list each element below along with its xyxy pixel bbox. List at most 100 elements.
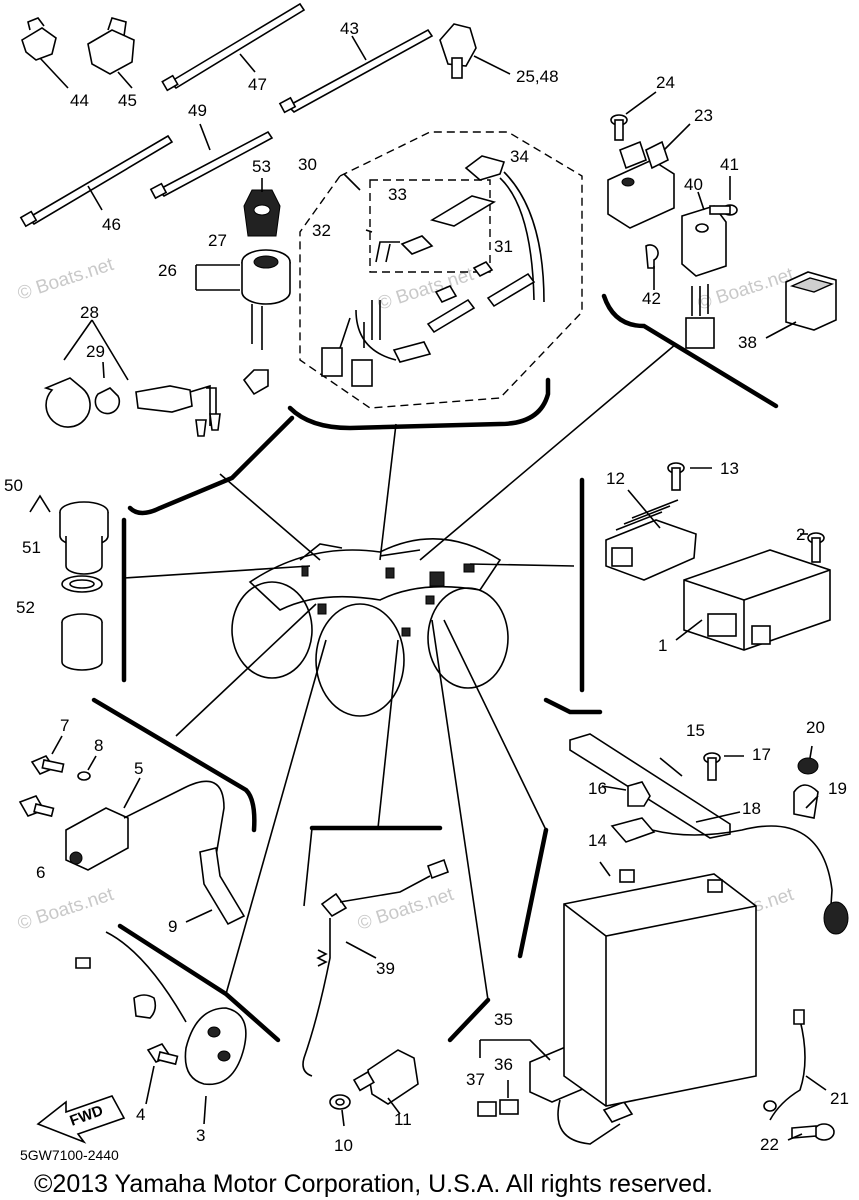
- callout-11: 11: [394, 1110, 412, 1129]
- part-22-bolt: [787, 1123, 835, 1141]
- fwd-arrow: FWD: [36, 1095, 126, 1144]
- part-11-neutral-switch: [352, 1049, 419, 1115]
- part-4-bolt: [145, 1043, 179, 1105]
- part-19-cover: [793, 784, 819, 819]
- part-40-turn-signal-relay: [681, 191, 727, 349]
- callout-5: 5: [134, 759, 143, 778]
- callout-23: 23: [694, 106, 713, 125]
- callout-47: 47: [248, 75, 267, 94]
- part-43-cable-tie: [278, 28, 434, 114]
- part-21-earth-lead: [763, 1009, 827, 1121]
- callout-46: 46: [102, 215, 121, 234]
- part-18-battery-lead: [610, 811, 849, 935]
- callout-24: 24: [656, 73, 675, 92]
- part-53-main-switch-cap: [243, 178, 281, 237]
- part-15-battery-band: [569, 733, 731, 839]
- group-leaders: [91, 293, 779, 1043]
- callout-40: 40: [684, 175, 703, 194]
- callout-38: 38: [738, 333, 757, 352]
- part-50-socket: [29, 494, 109, 575]
- part-7-bolt: [30, 735, 65, 775]
- callout-15: 15: [686, 721, 705, 740]
- callout-3: 3: [196, 1126, 205, 1145]
- callout-8: 8: [94, 736, 103, 755]
- part-42-clamp: [645, 244, 659, 290]
- diagram-code: 5GW7100-2440: [20, 1147, 119, 1163]
- part-2-bolt: [800, 532, 825, 563]
- callout-22: 22: [760, 1135, 779, 1154]
- part-51-nut: [61, 575, 103, 593]
- callout-10: 10: [334, 1136, 353, 1155]
- callout-44: 44: [70, 91, 89, 110]
- part-1-cdi-unit: [675, 549, 831, 651]
- callout-34: 34: [510, 147, 529, 166]
- part-39-switch-lead: [302, 858, 450, 1077]
- callout-42: 42: [642, 289, 661, 308]
- part-41-bolt: [709, 176, 738, 216]
- callout-16: 16: [588, 779, 607, 798]
- part-46-cable-tie: [19, 134, 174, 228]
- callout-32: 32: [312, 221, 331, 240]
- callout-1: 1: [658, 636, 667, 655]
- callout-33: 33: [388, 185, 407, 204]
- part-13-bolt: [667, 462, 712, 491]
- part-5-ignition-coil: [65, 777, 225, 871]
- callout-labels: 1 2 3 4 5 6 7 8 9 10 11 12 13 14 15 16 1…: [4, 19, 849, 1155]
- callout-45: 45: [118, 91, 137, 110]
- part-9-plug-cap: [185, 847, 246, 926]
- callout-20: 20: [806, 718, 825, 737]
- callout-4: 4: [136, 1105, 145, 1124]
- callout-18: 18: [742, 799, 761, 818]
- callout-19: 19: [828, 779, 847, 798]
- callout-12: 12: [606, 469, 625, 488]
- callout-6: 6: [36, 863, 45, 882]
- callout-9: 9: [168, 917, 177, 936]
- callout-39: 39: [376, 959, 395, 978]
- callout-29: 29: [86, 342, 105, 361]
- callout-35: 35: [494, 1010, 513, 1029]
- callout-52: 52: [16, 598, 35, 617]
- watermark: © Boats.net: [15, 884, 117, 935]
- callout-21: 21: [830, 1089, 849, 1108]
- callout-2: 2: [796, 525, 805, 544]
- callout-26: 26: [158, 261, 177, 280]
- part-49-cable-tie: [149, 123, 274, 200]
- part-30-wire-harness-box: [299, 131, 583, 409]
- part-17-bolt: [703, 752, 744, 781]
- part-25-48-clamp: [439, 23, 511, 79]
- part-14-battery: [563, 861, 757, 1107]
- callout-36: 36: [494, 1055, 513, 1074]
- copyright-notice: ©2013 Yamaha Motor Corporation, U.S.A. A…: [34, 1170, 713, 1198]
- part-3-pickup-coil: [75, 931, 247, 1125]
- watermark: © Boats.net: [355, 884, 457, 935]
- part-52-cover: [61, 613, 103, 671]
- callout-14: 14: [588, 831, 607, 850]
- callout-43: 43: [340, 19, 359, 38]
- callout-51: 51: [22, 538, 41, 557]
- part-38-flasher-relay: [765, 271, 837, 339]
- callout-41: 41: [720, 155, 739, 174]
- part-6-bolt: [18, 795, 55, 818]
- part-36-fuse: [499, 1080, 519, 1115]
- callout-50: 50: [4, 476, 23, 495]
- callout-17: 17: [752, 745, 771, 764]
- part-8-washer: [77, 755, 97, 781]
- part-26-main-switch: [195, 249, 291, 396]
- callout-27: 27: [208, 231, 227, 250]
- callout-37: 37: [466, 1070, 485, 1089]
- part-45-clamp: [87, 17, 135, 89]
- part-23-starter-relay: [607, 123, 691, 229]
- part-47-cable-tie: [161, 2, 306, 92]
- part-12-rectifier-regulator: [605, 489, 697, 581]
- callout-28: 28: [80, 303, 99, 322]
- part-44-clamp: [21, 17, 69, 89]
- part-24-bolt: [610, 91, 657, 141]
- part-16-damper: [601, 781, 651, 807]
- watermark: © Boats.net: [15, 254, 117, 305]
- part-20-cap: [797, 745, 819, 775]
- callout-31: 31: [494, 237, 513, 256]
- callout-49: 49: [188, 101, 207, 120]
- part-10-washer: [329, 1094, 351, 1127]
- part-37-fuse: [477, 1101, 497, 1117]
